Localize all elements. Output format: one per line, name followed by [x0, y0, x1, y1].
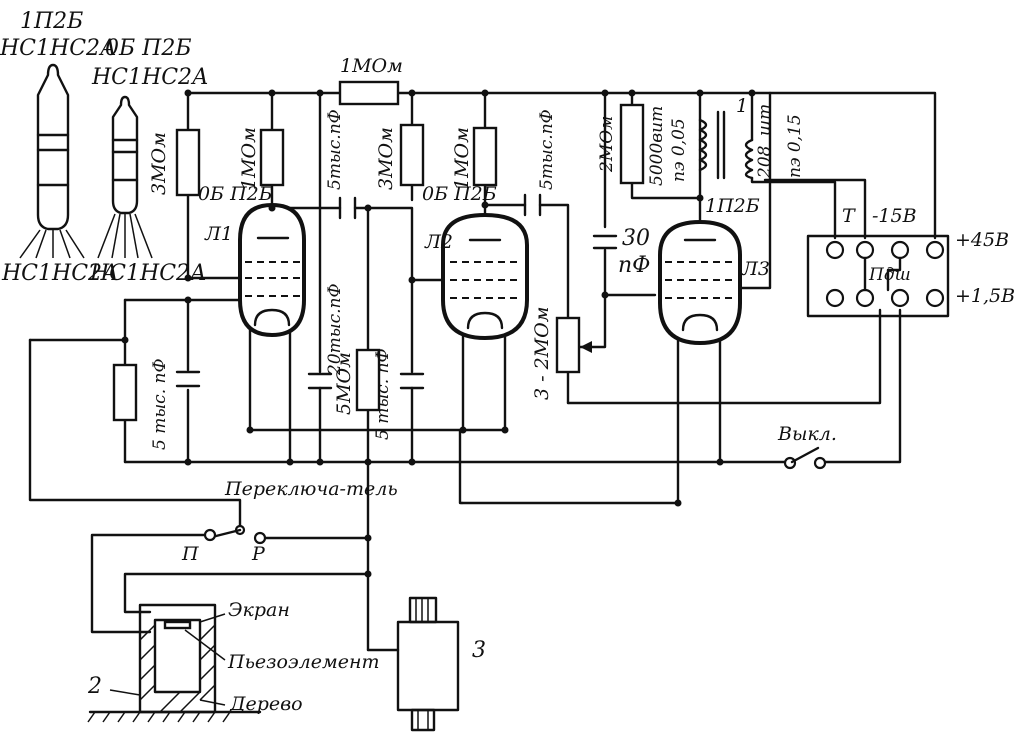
resistor-2mom [619, 103, 645, 185]
label-tube1-name: Л1 [204, 223, 233, 245]
label-switch-r: Р [251, 543, 266, 565]
label-piezo: Пьезоэлемент [227, 651, 379, 673]
label-c-coupling1: 5тыс.пФ [325, 109, 345, 190]
resistor-1mom-2 [472, 126, 498, 187]
label-r1-left: 3МОм [148, 132, 170, 195]
pot-wiper-arrow [580, 341, 592, 353]
connector-block [806, 234, 950, 318]
ground-hatch [87, 711, 231, 723]
label-c-feedback-unit: пФ [618, 253, 650, 278]
label-c-grid-left: 5 тыс. пФ [150, 358, 170, 450]
tube-icon-1p2b [19, 63, 85, 259]
label-c-coupling2: 5тыс.пФ [537, 109, 557, 190]
resistor-3mom-1 [175, 128, 201, 197]
label-tube3-type: 1П2Б [705, 195, 760, 217]
label-num-2: 2 [87, 674, 102, 699]
tube-l1 [238, 202, 306, 338]
label-switch-name: Переключа-тель [224, 478, 398, 500]
label-c-20tys: 20тыс.пФ [325, 283, 345, 376]
label-r-volume: 3 - 2МОм [531, 307, 553, 400]
label-connector-plus15: +1,5В [955, 285, 1015, 307]
label-connector-t: Т [842, 205, 856, 227]
label-r2-left: 3МОм [375, 127, 397, 190]
tube-icon-0b-p2b [97, 95, 153, 259]
label-tube2-type: 0Б П2Б [422, 183, 497, 205]
resistor-5mom [355, 348, 381, 412]
label-r1-plate: 1МОм [238, 127, 260, 190]
resistor-grid-left [112, 363, 138, 422]
label-tube2-name: Л2 [424, 231, 453, 253]
label-tube-1p2b-bottom-pins: НС1НС2А [1, 261, 119, 286]
label-num-3: 3 [472, 638, 486, 663]
label-connector-plus45: +45В [955, 229, 1009, 251]
label-tube-0bp2b-bottom-pins: НС1НС2А [89, 261, 207, 286]
label-tube-0bp2b: 0Б П2Б [105, 36, 192, 61]
capacitor-grid-left [175, 370, 201, 388]
label-switch-off: Выкл. [777, 423, 837, 445]
piezo-assembly [138, 603, 217, 714]
capacitor-5tys-lower [399, 372, 425, 390]
switch-selector [203, 524, 267, 545]
label-r-top: 1МОм [340, 55, 403, 77]
label-transformer-ratio: 1 [736, 95, 748, 117]
label-tube-1p2b-pins: НС1НС2А [0, 36, 117, 61]
tube-l3 [658, 219, 742, 346]
switch-off [783, 446, 827, 470]
label-screen: Экран [228, 599, 290, 621]
label-c-feedback-value: 30 [622, 226, 650, 251]
transformer [698, 110, 754, 180]
resistor-3mom-2 [399, 123, 425, 187]
tube-l2 [441, 212, 529, 341]
capacitor-5tys-coupling2 [523, 193, 542, 217]
label-switch-p: П [181, 543, 199, 565]
label-transformer-wire: пэ 0,15 [785, 114, 805, 178]
resistor-1mom-1 [259, 128, 285, 187]
label-tube1-type: 0Б П2Б [198, 183, 273, 205]
label-transformer-turns: 208 [755, 145, 775, 179]
label-tube3-name: Л3 [741, 258, 770, 280]
capacitor-5tys-coupling1 [338, 196, 357, 220]
label-r-winding-wire: пэ 0,05 [669, 118, 689, 182]
label-r-feedback: 2МОм [597, 116, 617, 173]
label-r2-plate: 1МОм [451, 127, 473, 190]
label-c-5tys: 5 тыс. пФ [373, 348, 393, 440]
label-r-winding: 5000вит [647, 106, 667, 186]
capacitor-20tys [307, 372, 333, 390]
label-connector-minus15: -15В [872, 205, 917, 227]
capacitor-30pf [592, 234, 618, 250]
earphone-unit [396, 596, 460, 732]
label-tube-0bp2b-pins: НС1НС2А [91, 65, 209, 90]
junctions [121, 89, 756, 578]
leader-lines [109, 613, 226, 706]
label-wood: Дерево [229, 693, 303, 715]
label-connector-pdsh: Пдш [868, 265, 911, 285]
label-transformer-unit: шт [755, 104, 775, 136]
resistor-top-1mom [338, 80, 400, 106]
label-tube-1p2b: 1П2Б [20, 9, 83, 34]
potentiometer-3-2mom [555, 316, 581, 374]
label-r-5mom: 5МОм [333, 352, 355, 415]
